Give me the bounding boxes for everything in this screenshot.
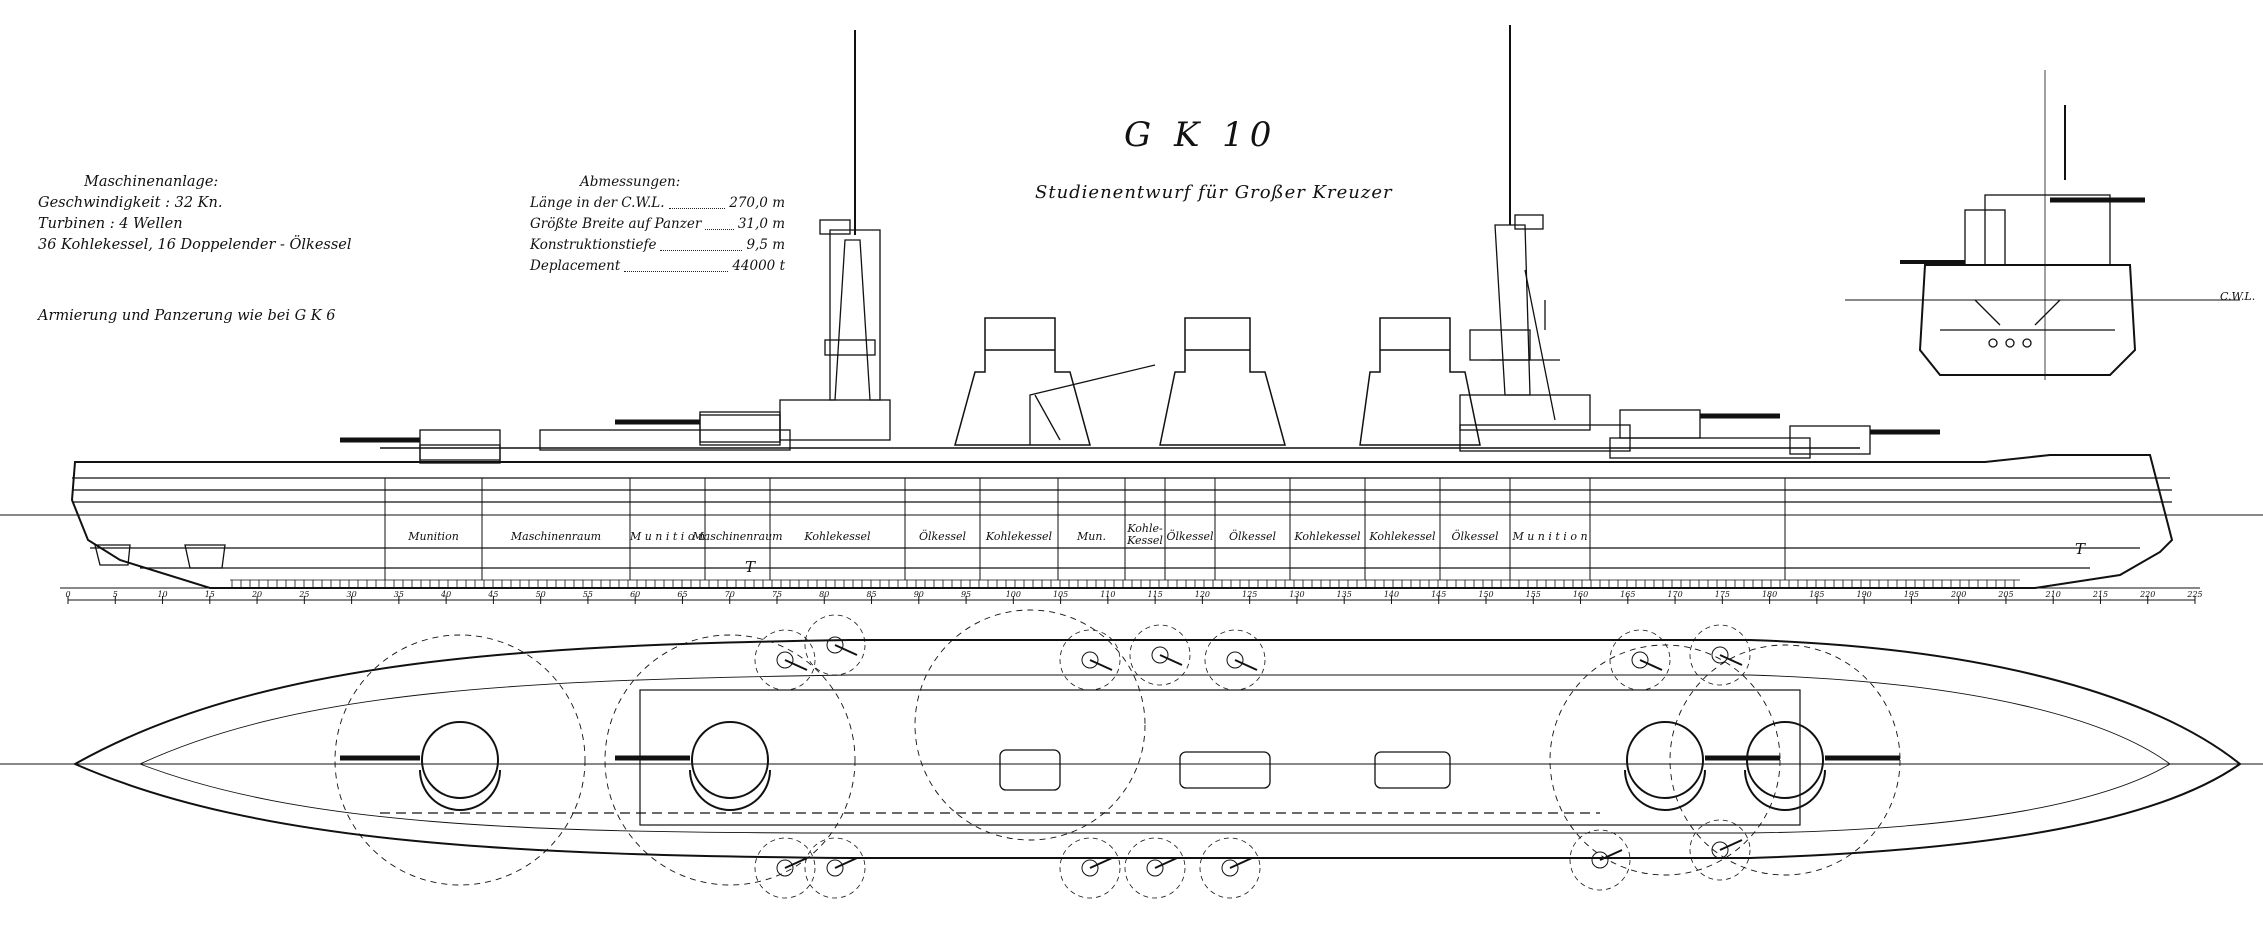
funnels <box>954 317 1481 446</box>
profile-view: 0 5 10 15 20 25 30 35 40 45 50 55 60 65 70 75 80 85 90 95 10… <box>0 25 2263 604</box>
aft-superstructure <box>1459 424 1631 452</box>
compartment-label: Munition <box>407 530 459 543</box>
secondary-guns <box>754 614 1751 899</box>
compartment-label: Kohlekessel <box>1293 530 1361 543</box>
frame-number: 170 <box>1667 590 1682 599</box>
compartment-label: Maschinenraum <box>691 530 782 543</box>
frame-number: 25 <box>298 590 309 599</box>
frame-number: 205 <box>1997 590 2013 599</box>
dimensions-heading: Abmessungen: <box>580 174 681 190</box>
frame-number: 215 <box>2092 590 2108 599</box>
plan-view <box>0 609 2263 899</box>
frame-number: 40 <box>440 590 451 599</box>
frame-number: 35 <box>394 590 404 599</box>
propeller <box>94 544 131 566</box>
plan-deck-outline <box>72 639 2242 859</box>
frame-number: 65 <box>677 590 687 599</box>
compartment-label: Kohle- <box>1126 522 1163 535</box>
frame-number: 200 <box>1950 590 1966 599</box>
frame-number: 130 <box>1289 590 1304 599</box>
profile-turrets <box>340 409 1940 461</box>
machinery-block: Maschinenanlage: Geschwindigkeit : 32 Kn… <box>38 172 352 256</box>
frame-number: 30 <box>347 590 357 599</box>
frame-number: 55 <box>583 590 593 599</box>
frame-number: 110 <box>1100 590 1115 599</box>
frame-number: 10 <box>157 590 167 599</box>
firing-arcs <box>334 609 1901 886</box>
machinery-line: 36 Kohlekessel, 16 Doppelender - Ölkesse… <box>38 237 352 253</box>
frame-number: 165 <box>1620 590 1635 599</box>
masts <box>819 25 1560 421</box>
frame-number: 190 <box>1856 590 1871 599</box>
frame-number: 160 <box>1573 590 1588 599</box>
armament-note: Armierung und Panzerung wie bei G K 6 <box>38 308 336 324</box>
machinery-line: Geschwindigkeit : 32 Kn. <box>38 195 223 211</box>
frame-number: 70 <box>725 590 735 599</box>
compartment-label: Kohlekessel <box>1368 530 1436 543</box>
frame-number: 50 <box>536 590 546 599</box>
dimensions-block: Abmessungen: Länge in der C.W.L.270,0 m … <box>530 172 785 277</box>
propeller <box>184 544 226 569</box>
frame-number: 90 <box>914 590 924 599</box>
frame-number: 195 <box>1904 590 1919 599</box>
frame-number: 180 <box>1762 590 1777 599</box>
frame-ruler: 0 5 10 15 20 25 30 35 40 45 50 55 60 65 70 75 80 85 90 95 10… <box>65 590 2203 604</box>
frame-number: 15 <box>205 590 215 599</box>
frame-number: 45 <box>487 590 498 599</box>
frame-number: 115 <box>1147 590 1162 599</box>
dimension-row: Länge in der C.W.L.270,0 m <box>530 195 785 211</box>
compartment-label: Ölkessel <box>1166 529 1214 543</box>
frame-number: 80 <box>819 590 829 599</box>
compartment-label: Ölkessel <box>1451 529 1499 543</box>
frame-number: 0 <box>65 590 70 599</box>
compartment-label: M u n i t i o n <box>629 530 705 543</box>
frame-number: 140 <box>1384 590 1399 599</box>
frame-number: 125 <box>1242 590 1257 599</box>
frame-number: 5 <box>113 590 118 599</box>
midship-section <box>1845 70 2240 380</box>
compartment-label: Kohlekessel <box>985 530 1053 543</box>
machinery-heading: Maschinenanlage: <box>84 174 219 190</box>
frame-number: 20 <box>251 590 262 599</box>
frame-number: 220 <box>2139 590 2155 599</box>
fore-superstructure <box>539 429 791 451</box>
drawing-title: G K 10 <box>1124 115 1278 155</box>
compartment-label: Kohlekessel <box>803 530 871 543</box>
frame-number: 155 <box>1526 590 1541 599</box>
compartment-label: Ölkessel <box>919 529 967 543</box>
hull-outline <box>70 454 2174 589</box>
machinery-line: Turbinen : 4 Wellen <box>38 216 183 232</box>
compartment-label: Maschinenraum <box>510 530 601 543</box>
compartment-label: Ölkessel <box>1229 529 1277 543</box>
frame-number: 210 <box>2045 590 2061 599</box>
compartment-label: Mun. <box>1076 530 1106 543</box>
frame-number: 150 <box>1478 590 1493 599</box>
compartment-label: M u n i t i o n <box>1511 530 1587 543</box>
frame-number: 120 <box>1195 590 1210 599</box>
frame-number: 60 <box>630 590 640 599</box>
frame-number: 225 <box>2186 590 2202 599</box>
bridge <box>779 399 891 441</box>
frame-number: 100 <box>1006 590 1021 599</box>
drawing-subtitle: Studienentwurf für Großer Kreuzer <box>1035 182 1393 203</box>
frame-number: 135 <box>1337 590 1352 599</box>
frame-number: 105 <box>1053 590 1068 599</box>
plan-turrets <box>340 721 1900 811</box>
frame-number: 185 <box>1809 590 1824 599</box>
frame-number: 75 <box>772 590 782 599</box>
frame-number: 85 <box>866 590 876 599</box>
trim-mark: T <box>2075 540 2086 558</box>
crane <box>1029 364 1156 445</box>
frame-number: 95 <box>961 590 971 599</box>
frame-number: 145 <box>1431 590 1446 599</box>
frame-number: 175 <box>1715 590 1730 599</box>
compartment-label: Kessel <box>1126 534 1163 547</box>
trim-mark: T <box>745 558 756 576</box>
